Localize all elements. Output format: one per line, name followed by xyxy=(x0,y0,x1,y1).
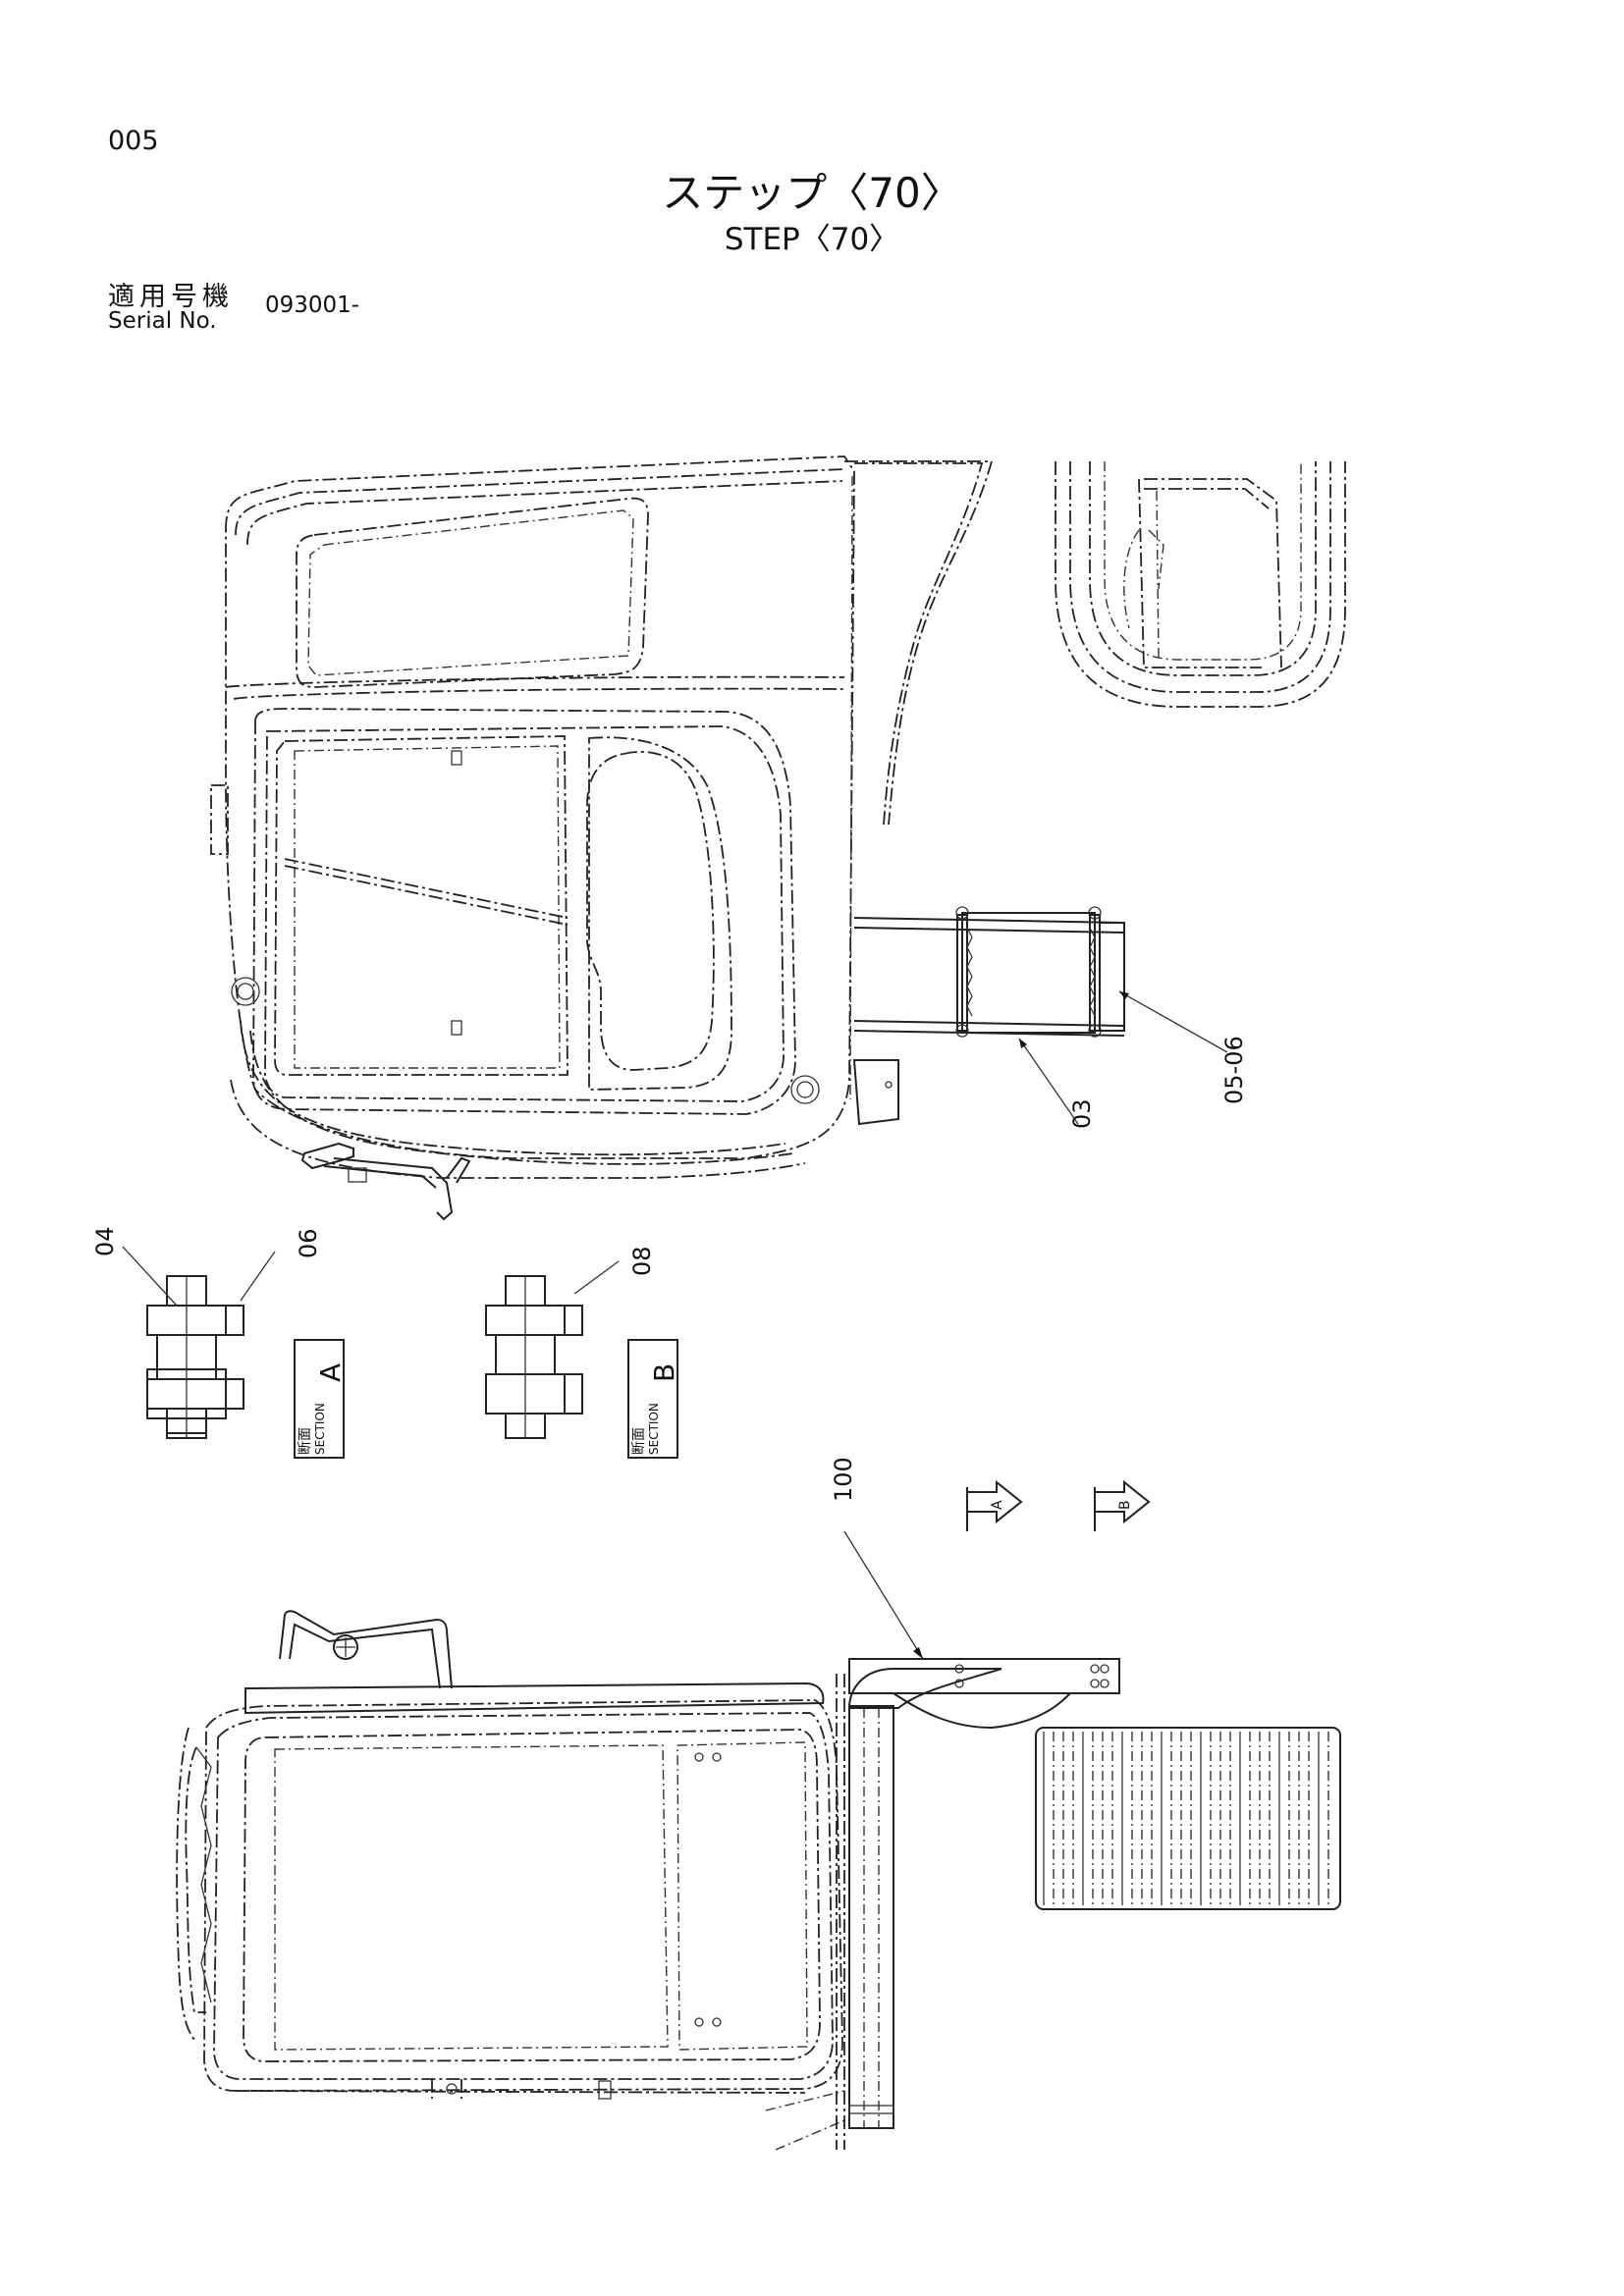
page-number: 005 xyxy=(108,126,159,156)
title-japanese: ステップ〈70〉 xyxy=(662,169,962,217)
serial-label-english: Serial No. xyxy=(108,308,217,334)
callout-04: 04 xyxy=(91,1226,178,1307)
serial-value: 093001- xyxy=(265,293,360,318)
section-a-label: 断面 SECTION A xyxy=(294,1339,347,1459)
tread-grating-lines xyxy=(1043,1732,1329,1905)
callout-06: 06 xyxy=(240,1228,322,1302)
callout-03: 03 xyxy=(1018,1038,1096,1129)
callout-08: 08 xyxy=(573,1246,656,1295)
cab-side-view-icon xyxy=(210,455,994,1221)
section-arrow-b-label: B xyxy=(1117,1500,1133,1510)
tread-plate-icon xyxy=(1035,1727,1341,1910)
step-ladder-icon xyxy=(853,906,1125,1038)
section-a-kanji: 断面 xyxy=(298,1427,313,1455)
section-b-kanji: 断面 xyxy=(631,1427,647,1455)
title-english: STEP〈70〉 xyxy=(724,222,900,257)
callout-100: 100 xyxy=(830,1457,924,1660)
bolt-stack-b-icon xyxy=(485,1275,583,1439)
section-b-label: 断面 SECTION B xyxy=(627,1339,680,1459)
cab-top-view-icon xyxy=(176,1610,1120,2151)
callout-05-06-label: 05-06 xyxy=(1220,1036,1248,1104)
section-a-letter: A xyxy=(314,1363,347,1382)
callout-05-06: 05-06 xyxy=(1118,990,1248,1104)
bolt-stack-a-icon xyxy=(146,1275,244,1439)
section-arrow-a-icon: A xyxy=(966,1479,1023,1531)
callout-100-label: 100 xyxy=(830,1457,857,1502)
section-b-letter: B xyxy=(648,1363,680,1382)
section-arrow-b-icon: B xyxy=(1094,1479,1151,1531)
section-arrow-a-label: A xyxy=(990,1500,1005,1510)
callout-08-label: 08 xyxy=(628,1246,656,1276)
section-b-word: SECTION xyxy=(647,1403,661,1455)
callout-04-label: 04 xyxy=(91,1226,119,1256)
callout-06-label: 06 xyxy=(295,1228,322,1258)
rear-detail-icon xyxy=(1055,461,1346,708)
section-a-word: SECTION xyxy=(313,1403,327,1455)
callout-03-label: 03 xyxy=(1068,1098,1096,1129)
serial-label-japanese: 適用号機 xyxy=(108,282,234,312)
